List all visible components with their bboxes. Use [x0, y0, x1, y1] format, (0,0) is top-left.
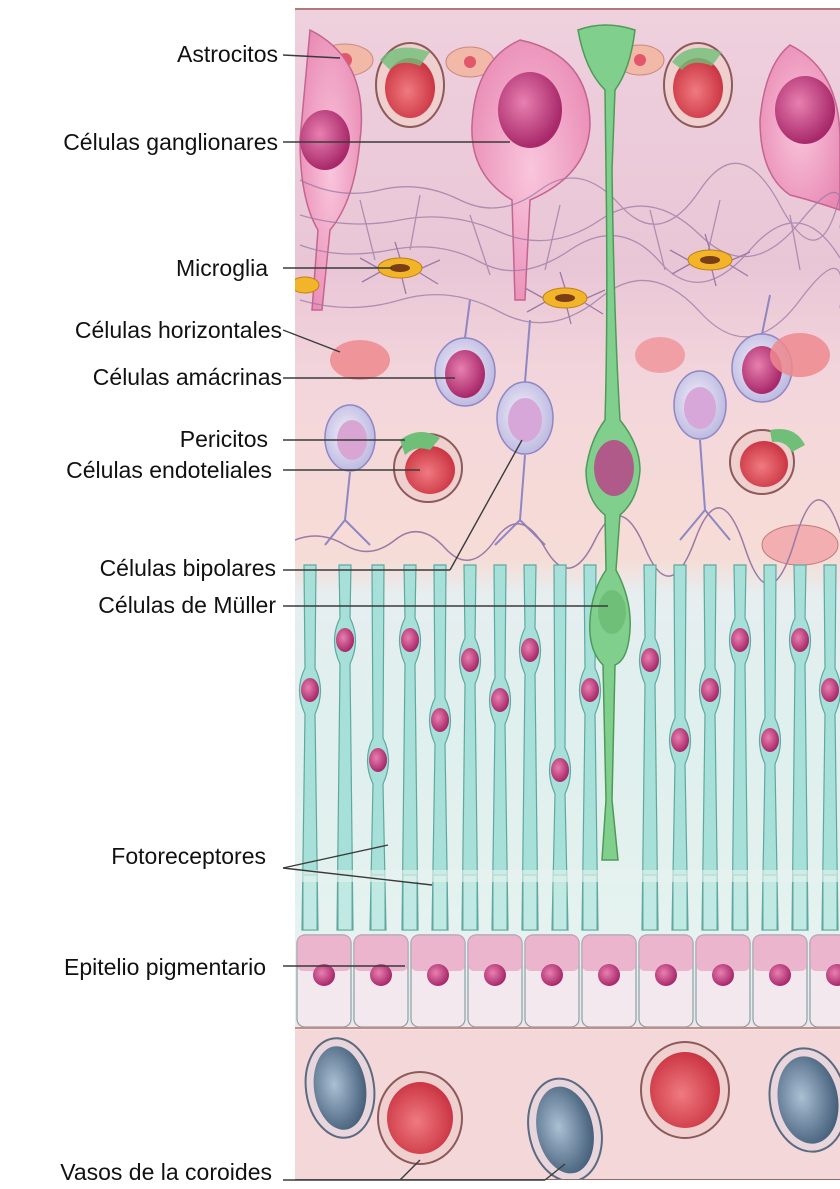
label-vasos: Vasos de la coroides — [60, 1159, 272, 1185]
rpe-cell — [582, 935, 636, 1027]
label-pericitos: Pericitos — [180, 426, 268, 452]
label-bipolares: Células bipolares — [100, 555, 276, 581]
label-horizontales: Células horizontales — [75, 317, 282, 343]
label-muller: Células de Müller — [98, 592, 276, 618]
rpe-cell — [696, 935, 750, 1027]
outer-segment-band — [295, 870, 840, 882]
label-ganglionares: Células ganglionares — [63, 129, 278, 155]
label-fotoreceptores: Fotoreceptores — [111, 843, 266, 869]
rpe-cell — [525, 935, 579, 1027]
rpe-cell — [354, 935, 408, 1027]
label-microglia: Microglia — [176, 255, 268, 281]
label-epitelio: Epitelio pigmentario — [64, 954, 266, 980]
label-endoteliales: Células endoteliales — [66, 457, 272, 483]
rpe-cell — [468, 935, 522, 1027]
pigment-epithelium-cells — [297, 935, 840, 1027]
retina-illustration — [291, 8, 840, 1188]
rpe-cell — [639, 935, 693, 1027]
labels: Astrocitos Células ganglionares Microgli… — [60, 41, 282, 1185]
rpe-cell — [297, 935, 351, 1027]
label-amacrinas: Células amácrinas — [93, 364, 282, 390]
rpe-cell — [411, 935, 465, 1027]
rpe-cell — [753, 935, 807, 1027]
rpe-cell — [810, 935, 840, 1027]
label-astrocitos: Astrocitos — [177, 41, 278, 67]
choroid-vessels — [295, 1030, 840, 1188]
